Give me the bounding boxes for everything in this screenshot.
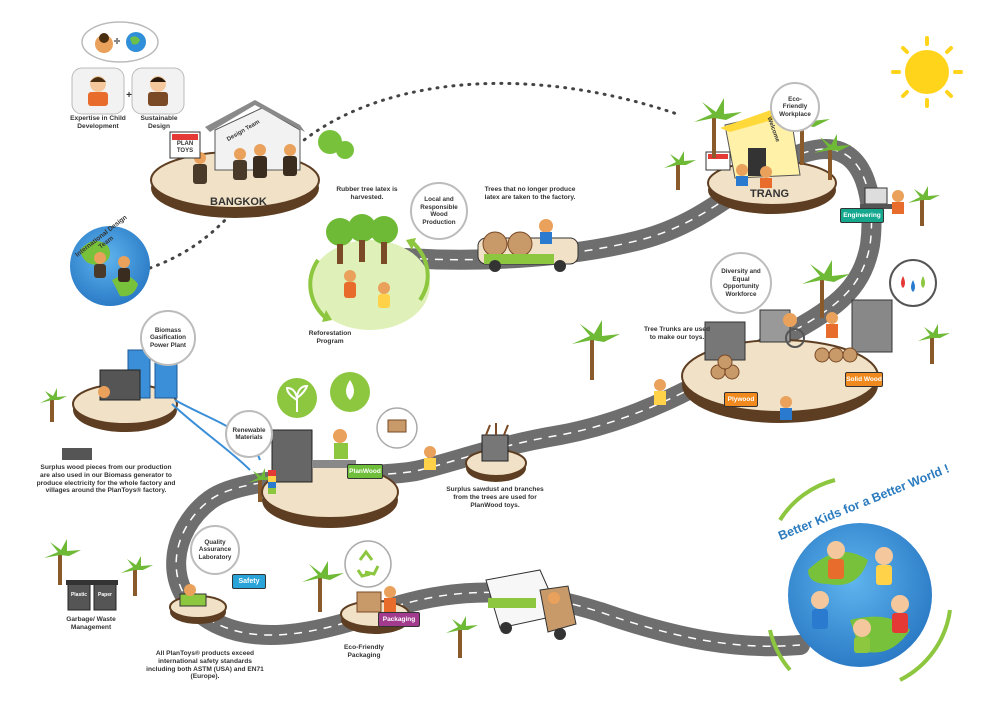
glue-icon [376, 407, 418, 449]
cycle-arrows [768, 478, 952, 682]
brand-line1: PLAN [176, 141, 194, 147]
engineering-station [860, 187, 904, 214]
bubble-quality: Quality Assurance Laboratory [190, 525, 240, 575]
trang-label: TRANG [750, 188, 790, 200]
delivery-truck [485, 569, 577, 640]
bubble-local-wood: Local and Responsible Wood Production [410, 182, 468, 240]
bangkok-platform [150, 100, 354, 218]
earth-globe [788, 523, 932, 667]
sustainable-card [131, 67, 185, 115]
log-truck [477, 219, 579, 272]
trees-factory-label: Trees that no longer produce latex are t… [484, 186, 576, 201]
expertise-label: Expertise in Child Development [70, 115, 126, 130]
eco-packaging-label: Eco-Friendly Packaging [344, 644, 384, 659]
garbage-bins [66, 580, 118, 611]
plus-label: + [126, 90, 132, 101]
water-color-icon [889, 259, 937, 307]
sun-icon [891, 36, 963, 108]
quality-lab [169, 584, 227, 624]
safety-sign: Safety [232, 574, 266, 589]
bin-paper-label: Paper [98, 592, 112, 598]
packaging-sign: Packaging [378, 612, 420, 627]
brand-line2: TOYS [176, 148, 194, 154]
recycle-icon [344, 540, 392, 588]
planwood-sign: PlanWood [347, 464, 383, 479]
bubble-diversity: Diversity and Equal Opportunity Workforc… [710, 252, 772, 314]
wood-factory-platform [654, 299, 893, 423]
bin-plastic-label: Plastic [70, 592, 88, 598]
biomass-plant [62, 349, 261, 471]
sawdust-platform [424, 423, 527, 482]
engineering-sign: Engineering [840, 208, 884, 223]
bubble-eco-workplace: Eco-Friendly Workplace [770, 82, 820, 132]
bubble-renewable: Renewable Materials [225, 410, 273, 458]
reforestation-label: Reforestation Program [308, 330, 352, 345]
trunks-label: Tree Trunks are used to make our toys. [644, 326, 710, 341]
sawdust-label: Surplus sawdust and branches from the tr… [446, 486, 544, 509]
water-drop-icon [330, 372, 370, 412]
reforestation-area [308, 214, 430, 330]
bangkok-label: BANGKOK [210, 196, 267, 208]
rubber-label: Rubber tree latex is harvested. [336, 186, 398, 201]
surplus-wood-label: Surplus wood pieces from our production … [36, 464, 176, 495]
plywood-sign: Plywood [724, 392, 758, 407]
standards-label: All PlanToys® products exceed internatio… [146, 650, 264, 681]
international-globe [70, 226, 150, 306]
dotted-path-top [290, 81, 682, 152]
garbage-label: Garbage/ Waste Management [66, 616, 116, 631]
sustainable-label: Sustainable Design [140, 115, 178, 130]
solid-wood-sign: Solid Wood [845, 372, 883, 387]
leaf-icon [277, 378, 317, 418]
renewable-platform [261, 429, 399, 528]
thought-cloud [81, 21, 159, 63]
bubble-biomass: Biomass Gasification Power Plant [140, 310, 196, 366]
expertise-card [71, 67, 125, 115]
